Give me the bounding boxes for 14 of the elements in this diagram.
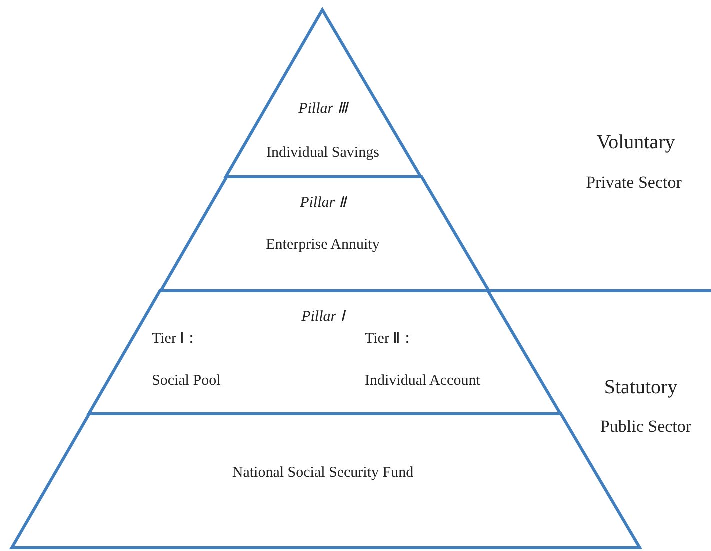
- sector-category: Voluntary: [596, 132, 676, 154]
- sector-name: Private Sector: [586, 173, 682, 193]
- tier-name: Individual Account: [364, 372, 480, 390]
- pillar-heading: Pillar Ⅰ: [302, 308, 344, 326]
- pillar-heading: Pillar Ⅱ: [300, 194, 346, 212]
- tier-name: Social Pool: [152, 372, 221, 390]
- pillar-heading: Pillar Ⅲ: [298, 100, 348, 118]
- sector-name: Public Sector: [600, 417, 692, 437]
- sector-category: Statutory: [604, 376, 678, 400]
- pillar-name: Individual Savings: [266, 144, 380, 162]
- fund-name: National Social Security Fund: [232, 464, 414, 482]
- tier-heading: Tier Ⅰ：: [152, 330, 200, 348]
- pillar-name: Enterprise Annuity: [266, 236, 380, 254]
- tier-heading: Tier Ⅱ：: [364, 330, 416, 348]
